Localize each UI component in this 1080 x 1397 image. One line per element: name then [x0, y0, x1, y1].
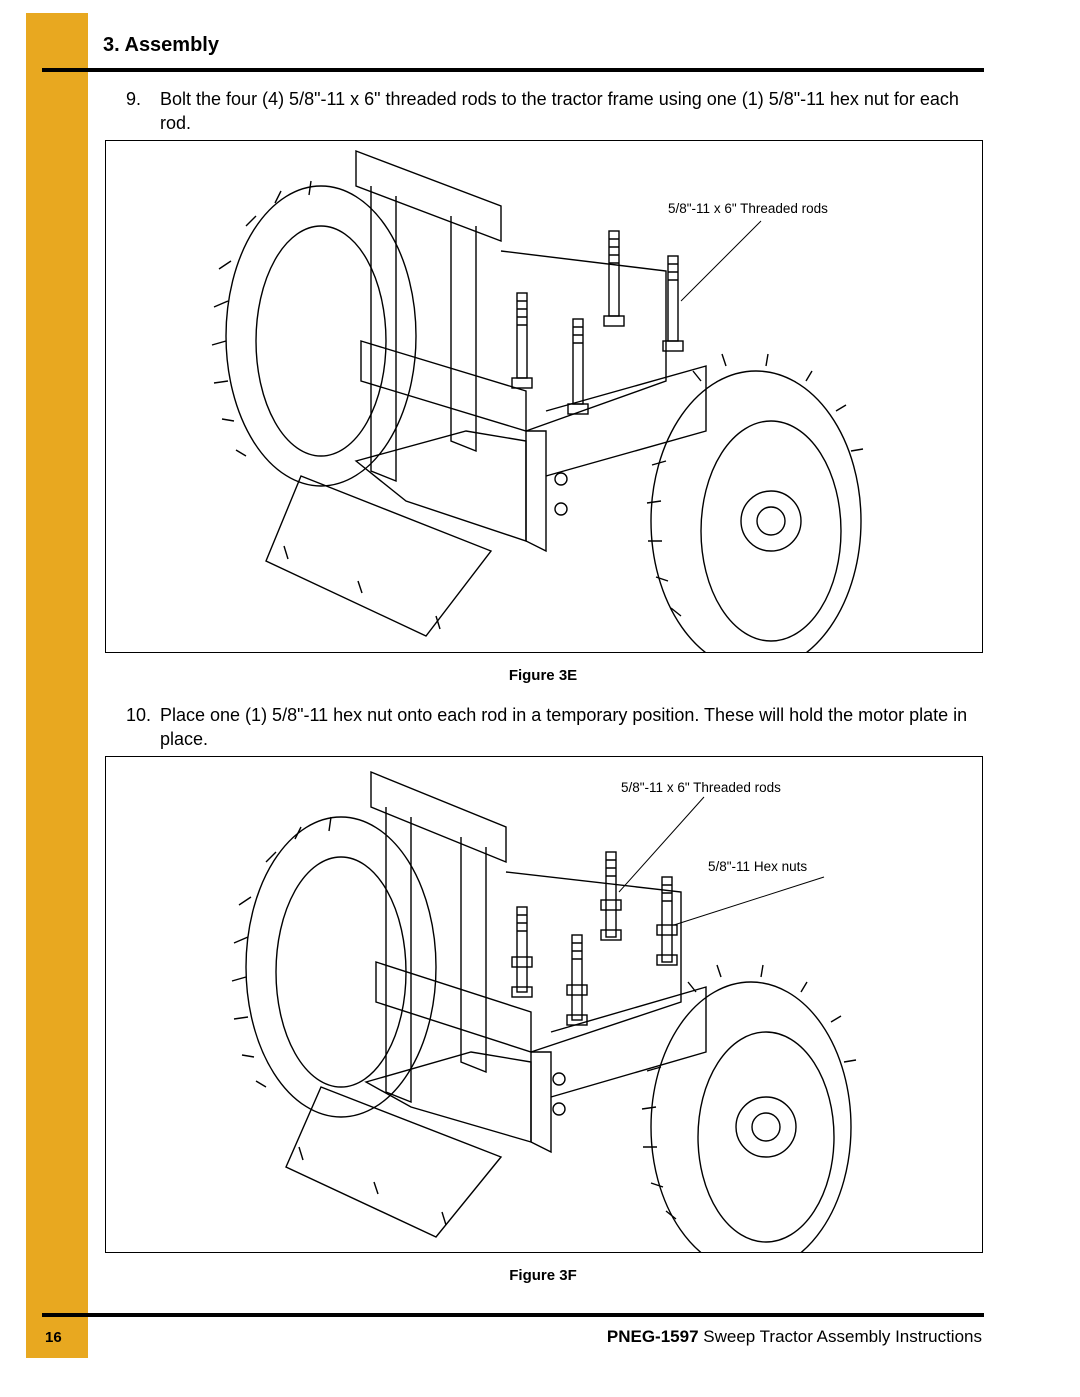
header-rule: [42, 68, 984, 72]
figure-3f: 5/8"-11 x 6" Threaded rods 5/8"-11 Hex n…: [105, 756, 983, 1253]
doc-code: PNEG-1597: [606, 1327, 699, 1346]
step-9: 9. Bolt the four (4) 5/8"-11 x 6" thread…: [126, 87, 986, 135]
callout-threaded-rods: 5/8"-11 x 6" Threaded rods: [621, 780, 781, 795]
figure-caption: Figure 3F: [509, 1267, 577, 1284]
footer-doc-title: PNEG-1597 Sweep Tractor Assembly Instruc…: [607, 1327, 982, 1347]
callout-hex-nuts: 5/8"-11 Hex nuts: [708, 859, 808, 874]
tractor-illustration-3e: [211, 149, 864, 652]
callout-threaded-rods: 5/8"-11 x 6" Threaded rods: [668, 201, 828, 216]
step-text: Place one (1) 5/8"-11 hex nut onto each …: [160, 705, 968, 749]
side-color-bar: [26, 13, 88, 1358]
step-number: 9.: [126, 89, 142, 109]
doc-title: Sweep Tractor Assembly Instructions: [698, 1327, 982, 1346]
step-text: Bolt the four (4) 5/8"-11 x 6" threaded …: [160, 89, 959, 133]
figure-caption: Figure 3E: [508, 667, 578, 684]
step-number: 10.: [126, 705, 152, 725]
step-10: 10. Place one (1) 5/8"-11 hex nut onto e…: [126, 703, 986, 751]
figure-3e: 5/8"-11 x 6" Threaded rods: [105, 140, 983, 653]
page-number: 16: [45, 1329, 62, 1346]
section-title: 3. Assembly: [103, 34, 219, 56]
tractor-illustration-3f: [231, 770, 857, 1252]
footer-rule: [42, 1313, 984, 1317]
